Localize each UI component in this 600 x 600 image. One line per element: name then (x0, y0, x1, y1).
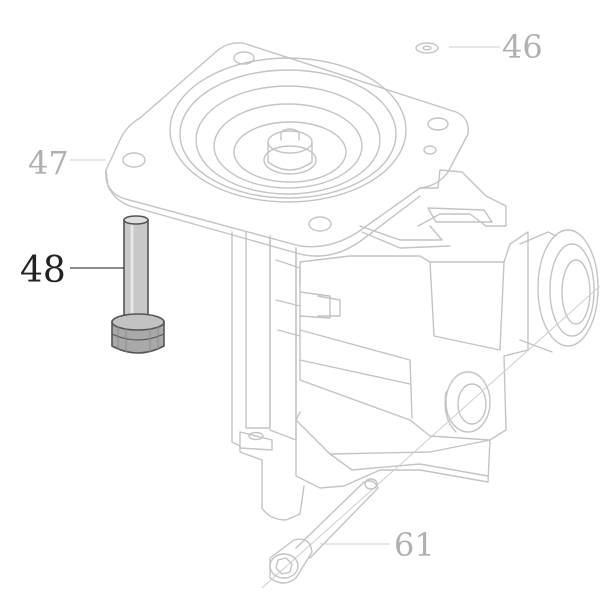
pump-body (231, 229, 600, 589)
part-46-washer (415, 42, 439, 54)
callout-48: 48 (20, 250, 66, 291)
callout-61: 61 (394, 526, 435, 564)
callout-46: 46 (502, 28, 543, 66)
part-61-screw (269, 478, 379, 584)
part-48-cap-screw (111, 215, 165, 354)
callout-47: 47 (28, 144, 69, 182)
part-47-flange-housing (105, 42, 507, 257)
